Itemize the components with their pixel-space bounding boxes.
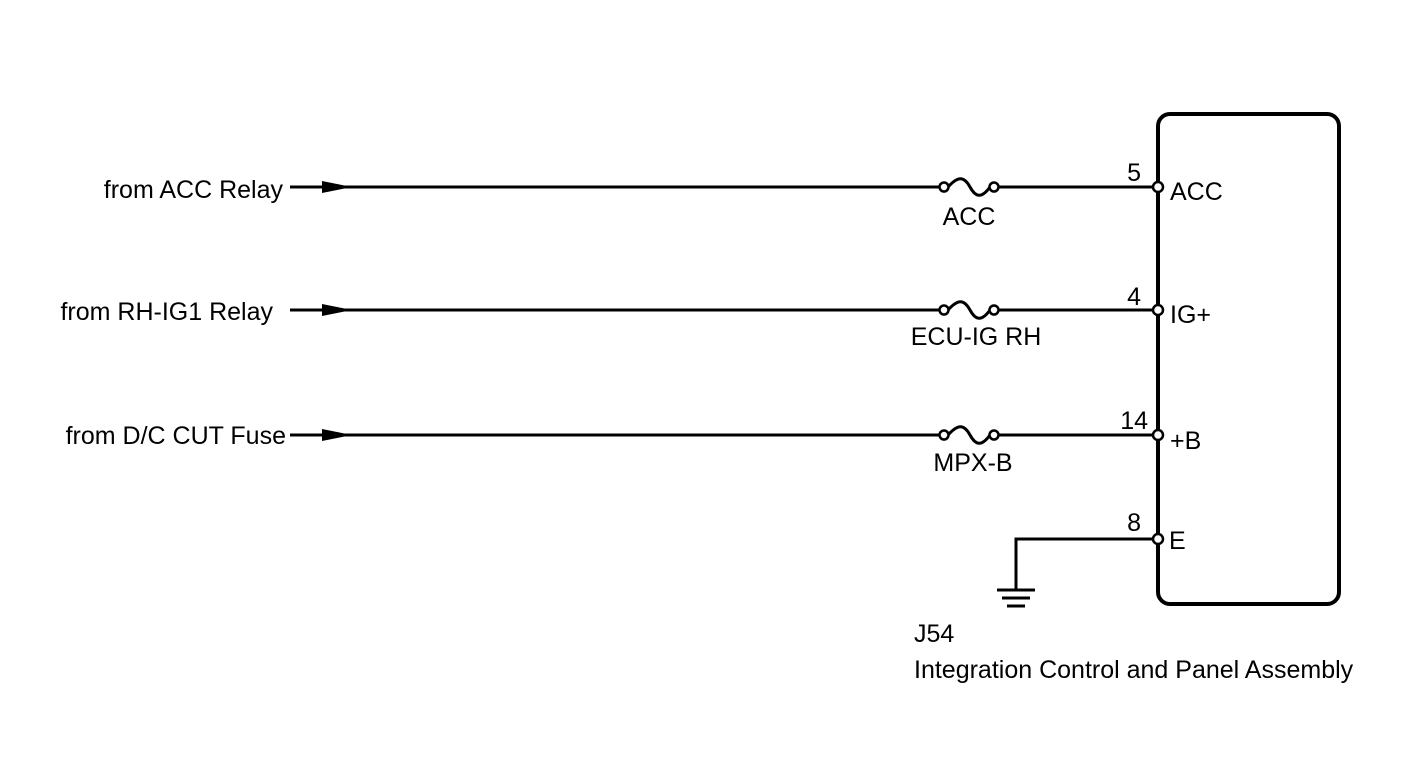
terminal-label-b: +B — [1170, 427, 1201, 455]
fuse-icon — [938, 300, 1000, 320]
arrow-icon — [322, 181, 352, 193]
circuit-b: from D/C CUT Fuse MPX-B 14 +B — [66, 407, 1202, 477]
source-label-acc-relay: from ACC Relay — [104, 176, 284, 204]
source-label-rh-ig1-relay: from RH-IG1 Relay — [60, 298, 273, 326]
ground-icon — [997, 588, 1035, 608]
terminal-label-ig: IG+ — [1170, 301, 1211, 329]
component-code: J54 — [914, 620, 954, 648]
terminal-icon — [1151, 303, 1165, 317]
component-name: Integration Control and Panel Assembly — [914, 656, 1354, 684]
fuse-label-acc: ACC — [943, 203, 996, 231]
pin-number-acc: 5 — [1127, 159, 1141, 187]
arrow-icon — [322, 429, 352, 441]
ecu-component-box — [1156, 112, 1341, 606]
terminal-icon — [1151, 180, 1165, 194]
fuse-label-mpx-b: MPX-B — [933, 449, 1012, 477]
arrow-icon — [322, 304, 352, 316]
fuse-icon — [938, 425, 1000, 445]
pin-number-ig: 4 — [1127, 283, 1141, 311]
pin-number-e: 8 — [1127, 509, 1141, 537]
circuit-ig: from RH-IG1 Relay ECU-IG RH 4 IG+ — [60, 283, 1211, 351]
source-label-dc-cut-fuse: from D/C CUT Fuse — [66, 422, 286, 450]
terminal-label-e: E — [1169, 527, 1186, 555]
fuse-icon — [938, 177, 1000, 197]
terminal-icon — [1151, 532, 1165, 546]
wire-ground — [1014, 537, 1153, 590]
circuit-ground: 8 E — [997, 509, 1186, 608]
terminal-icon — [1151, 428, 1165, 442]
terminal-label-acc: ACC — [1170, 178, 1223, 206]
pin-number-b: 14 — [1120, 407, 1148, 435]
fuse-label-ecu-ig-rh: ECU-IG RH — [911, 323, 1042, 351]
circuit-acc: from ACC Relay ACC 5 ACC — [104, 159, 1223, 231]
